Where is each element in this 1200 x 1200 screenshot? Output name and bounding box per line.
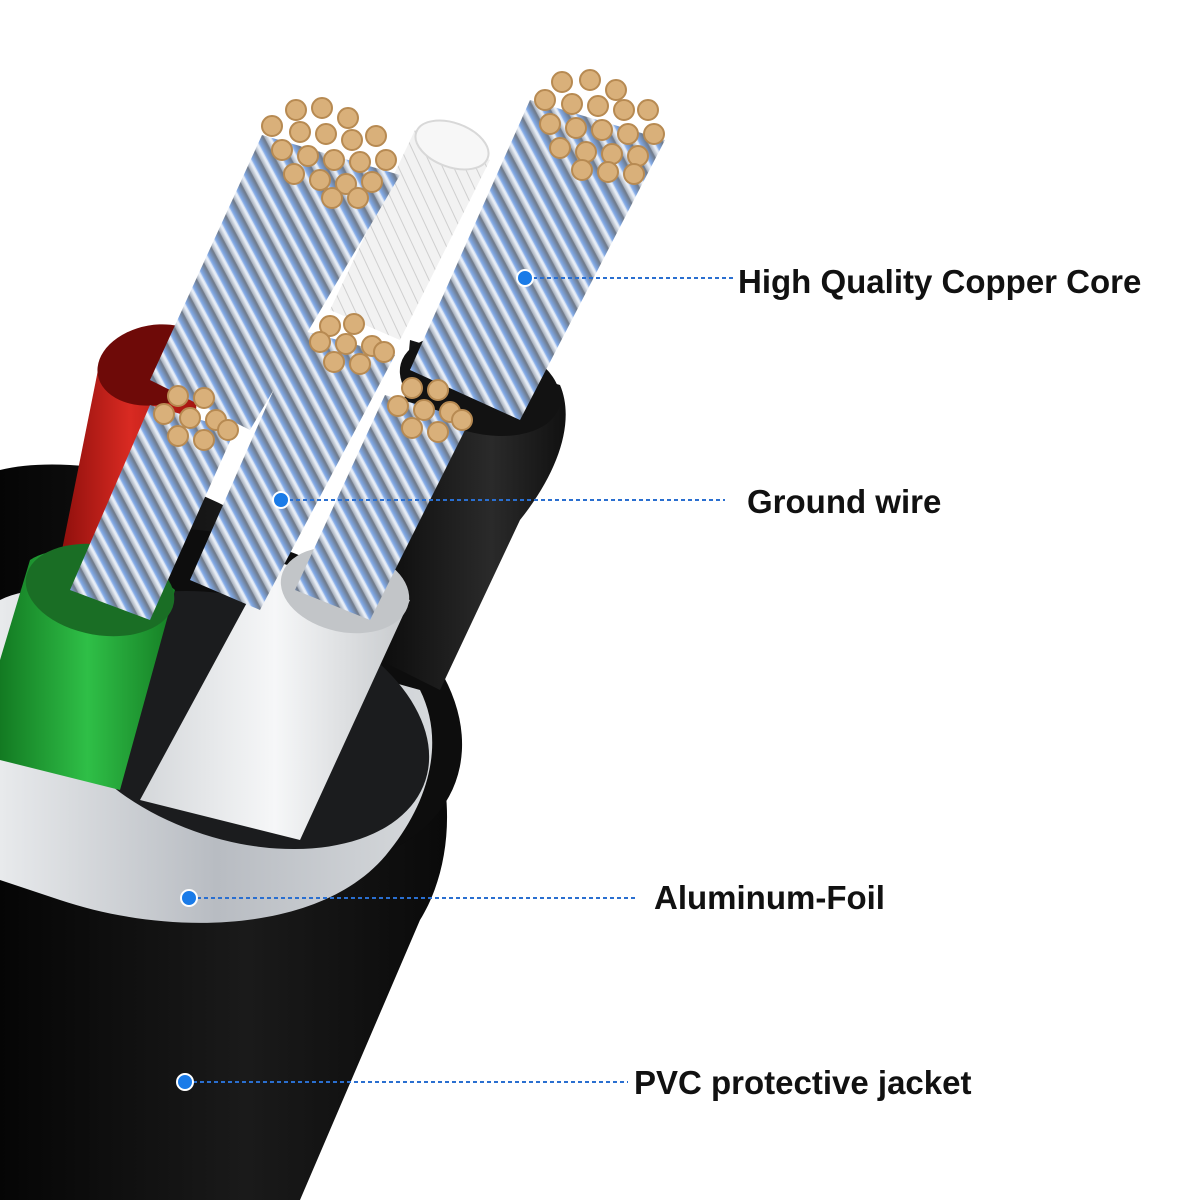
- white-filler: [330, 119, 490, 340]
- callout-dot-ground-wire: [272, 491, 290, 509]
- copper-strand-small-left: [70, 405, 235, 620]
- copper-strand-small-right: [295, 395, 470, 620]
- callout-dot-copper-core: [516, 269, 534, 287]
- callout-label-ground-wire: Ground wire: [747, 483, 942, 520]
- callout-label-aluminum-foil: Aluminum-Foil: [654, 879, 885, 916]
- callout-dot-aluminum-foil: [180, 889, 198, 907]
- callout-copper-core-leader: [516, 269, 735, 287]
- callout-label-pvc-jacket: PVC protective jacket: [634, 1064, 972, 1101]
- callout-aluminum-foil-leader: [180, 889, 635, 907]
- callout-dot-pvc-jacket: [176, 1073, 194, 1091]
- callout-pvc-jacket-leader: [176, 1073, 628, 1091]
- copper-strand-left: [150, 135, 400, 430]
- callout-ground-wire-leader: [272, 491, 725, 509]
- callout-label-copper-core: High Quality Copper Core: [738, 263, 1142, 300]
- copper-strand-ground: [190, 330, 395, 610]
- copper-core-ends: [153, 69, 665, 451]
